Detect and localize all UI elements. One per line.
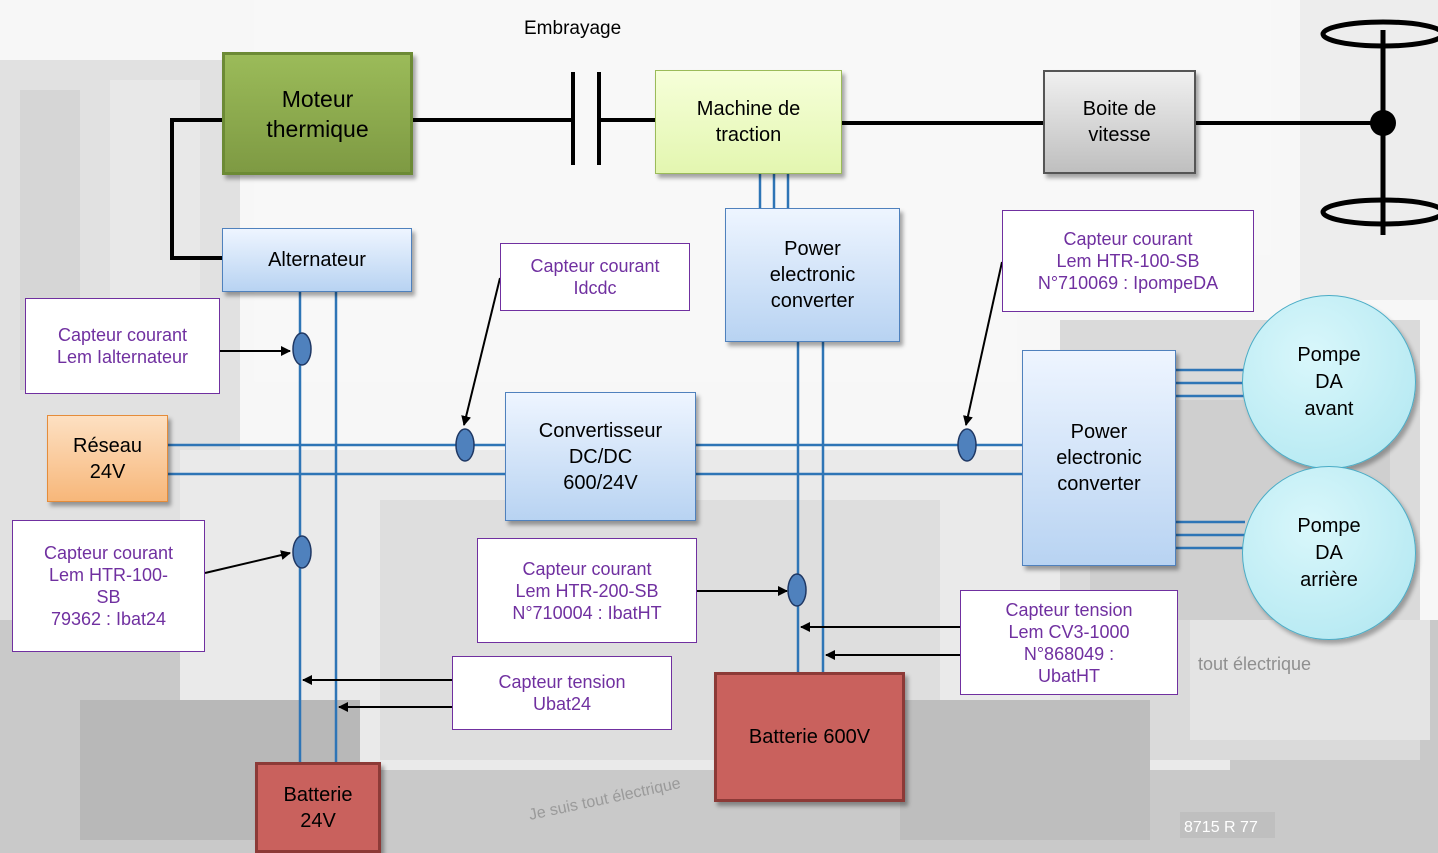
alternator-block: Alternateur [222, 228, 412, 292]
watermark-plate: 8715 R 77 [1184, 819, 1258, 836]
watermark-text-1: tout électrique [1198, 654, 1311, 674]
sensor-label-ubat24: Capteur tension Ubat24 [452, 656, 672, 730]
mechanical-links [170, 118, 1383, 260]
axle-wheels [1320, 19, 1438, 235]
sensor-node-ibat24 [292, 535, 312, 569]
sensor-arrows [204, 261, 1003, 712]
engine-block: Moteur thermique [222, 52, 413, 175]
sensor-label-ibatht: Capteur courant Lem HTR-200-SB N°710004 … [477, 538, 697, 643]
battery-600v-block: Batterie 600V [714, 672, 905, 802]
traction-machine-block: Machine de traction [655, 70, 842, 174]
sensor-nodes [292, 332, 977, 607]
grid-24v-block: Réseau 24V [47, 415, 168, 502]
battery-24v-block: Batterie 24V [255, 762, 381, 853]
traction-converter-block: Power electronic converter [725, 208, 900, 342]
sensor-label-ialternateur: Capteur courant Lem Ialternateur [25, 298, 220, 394]
sensor-label-ipompe: Capteur courant Lem HTR-100-SB N°710069 … [1002, 210, 1254, 312]
sensor-label-ubatht: Capteur tension Lem CV3-1000 N°868049 : … [960, 590, 1178, 695]
sensor-node-ialternateur [292, 332, 312, 366]
gearbox-block: Boite de vitesse [1043, 70, 1196, 174]
pump-converter-block: Power electronic converter [1022, 350, 1176, 566]
sensor-node-ipompe [957, 428, 977, 462]
sensor-node-ibatht [787, 573, 807, 607]
sensor-label-idcdc: Capteur courant Idcdc [500, 243, 690, 311]
dc-bus-lines [168, 174, 1245, 762]
clutch-symbol [571, 72, 601, 165]
dcdc-converter-block: Convertisseur DC/DC 600/24V [505, 392, 696, 521]
sensor-node-idcdc [455, 428, 475, 462]
clutch-label: Embrayage [524, 18, 622, 39]
sensor-label-ibat24: Capteur courant Lem HTR-100- SB 79362 : … [12, 520, 205, 652]
pump-front: Pompe DA avant [1242, 295, 1416, 469]
pump-rear: Pompe DA arrière [1242, 466, 1416, 640]
